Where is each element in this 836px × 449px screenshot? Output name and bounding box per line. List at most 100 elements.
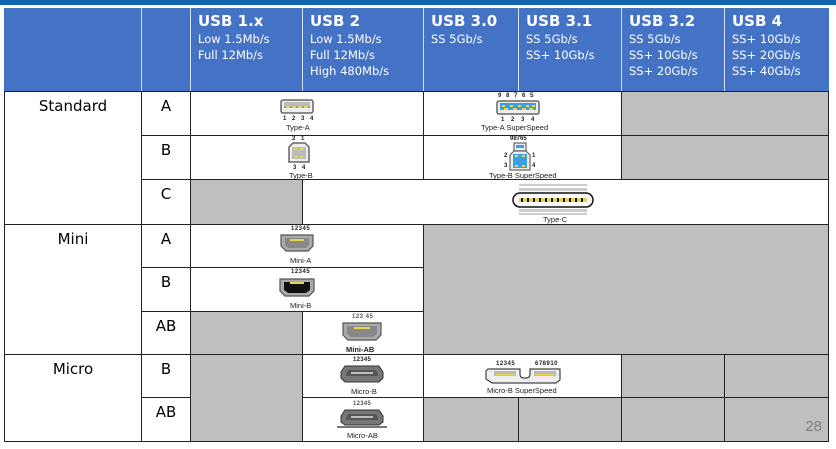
header-title: USB 3.1: [526, 12, 593, 30]
connector-caption: Type-A: [286, 123, 310, 132]
connector-caption: Type-C: [543, 215, 568, 224]
header-title: USB 4: [732, 12, 783, 30]
mini-b-connector-icon: [279, 278, 315, 297]
type-b-superspeed-connector-icon: [509, 142, 531, 171]
table-border: [4, 92, 5, 442]
cell-std-c-usb2-usb4: Type-C: [303, 180, 829, 225]
cell-micro-ab-usb32-unavailable: [622, 398, 725, 442]
connector-caption: Micro-B SuperSpeed: [487, 386, 557, 395]
pin-numbers: 12345: [291, 226, 311, 232]
mini-a-connector-icon: [280, 234, 314, 252]
pin-label: 2: [504, 153, 510, 159]
type-a-superspeed-connector-icon: [496, 100, 540, 115]
connector-caption: Mini-B: [290, 301, 312, 310]
connector-caption: Micro-AB: [347, 431, 378, 440]
pin-numbers: 12345: [496, 361, 516, 367]
micro-ab-connector-icon: [337, 409, 387, 428]
row-std-b: B: [142, 136, 191, 180]
cell-micro-ab-usb4-unavailable: [725, 398, 829, 442]
speed: SS+ 20Gb/s: [732, 48, 801, 62]
header-usb4: USB 4 SS+ 10Gb/s SS+ 20Gb/s SS+ 40Gb/s: [725, 8, 829, 92]
row-micro-ab: AB: [142, 398, 191, 442]
pin-numbers: 9 8 7 6 5: [498, 93, 535, 99]
cell-std-a-usb30-usb31: 9 8 7 6 5 1 2 3 4 Type-A SuperSpeed: [424, 92, 622, 136]
cell-micro-ab-usb31-unavailable: [519, 398, 622, 442]
row-mini-b: B: [142, 268, 191, 312]
micro-b-superspeed-connector-icon: [485, 368, 561, 384]
cell-micro-ab-usb30-unavailable: [424, 398, 519, 442]
header-corner-group: [4, 8, 142, 92]
group-mini: Mini: [5, 225, 142, 355]
cell-micro-usb1-unavailable: [191, 355, 303, 442]
header-usb31: USB 3.1 SS 5Gb/s SS+ 10Gb/s: [519, 8, 622, 92]
header-usb30: USB 3.0 SS 5Gb/s: [424, 8, 519, 92]
row-std-c: C: [142, 180, 191, 225]
speed: SS 5Gb/s: [526, 32, 578, 46]
cell-mini-b-usb1-usb2: 12345 Mini-B: [191, 268, 424, 312]
cell-micro-b-usb4-unavailable: [725, 355, 829, 398]
cell-std-a-usb1-usb2: 1 2 3 4 Type-A: [191, 92, 424, 136]
speed: Full 12Mb/s: [198, 48, 264, 62]
page-number: 28: [805, 418, 822, 435]
speed: SS+ 40Gb/s: [732, 64, 801, 78]
speed: SS+ 20Gb/s: [629, 64, 698, 78]
cell-std-b-usb30-usb31: 98765 2 1 3 4 Type-B SuperSpeed: [424, 136, 622, 180]
cell-micro-b-usb2: 12345 Micro-B: [303, 355, 424, 398]
pin-numbers: 1 2 3 4: [501, 117, 537, 123]
cell-std-c-usb1-unavailable: [191, 180, 303, 225]
cell-micro-ab-usb2: 12345 Micro-AB: [303, 398, 424, 442]
title-bar: [0, 0, 836, 5]
connector-caption: Mini-A: [290, 256, 312, 265]
speed: Low 1.5Mb/s: [310, 32, 382, 46]
cell-mini-usb30-usb4-unavailable: [424, 225, 829, 355]
header-title: USB 3.0: [431, 12, 498, 30]
group-micro: Micro: [5, 355, 142, 442]
header-usb1: USB 1.x Low 1.5Mb/s Full 12Mb/s: [191, 8, 303, 92]
pin-label: 4: [532, 163, 538, 169]
pin-numbers: 1 2 3 4: [283, 116, 316, 122]
micro-b-connector-icon: [340, 365, 384, 383]
speed: Full 12Mb/s: [310, 48, 376, 62]
pin-numbers: 3 4: [293, 165, 308, 171]
header-title: USB 1.x: [198, 12, 264, 30]
speed: High 480Mb/s: [310, 64, 390, 78]
connector-caption: Micro-B: [351, 387, 377, 396]
pin-label: 1: [532, 153, 538, 159]
cell-std-a-usb32-usb4-unavailable: [622, 92, 829, 136]
row-mini-ab: AB: [142, 312, 191, 355]
connector-caption: Type-B SuperSpeed: [489, 171, 557, 180]
speed: SS 5Gb/s: [431, 32, 483, 46]
group-standard: Standard: [5, 92, 142, 225]
connector-caption: Mini-AB: [346, 345, 375, 354]
type-c-connector-icon: [512, 184, 594, 215]
connector-caption: Type-A SuperSpeed: [481, 123, 549, 132]
header-corner-type: [142, 8, 191, 92]
pin-numbers: 123 45: [352, 314, 374, 320]
header-title: USB 3.2: [629, 12, 696, 30]
cell-micro-b-usb30-usb31: 12345 678910 Micro-B SuperSpeed: [424, 355, 622, 398]
connector-caption: Type-B: [289, 171, 313, 180]
pin-numbers: 678910: [535, 361, 559, 367]
cell-mini-a-usb1-usb2: 12345 Mini-A: [191, 225, 424, 268]
cell-std-b-usb1-usb2: 2 1 3 4 Type-B: [191, 136, 424, 180]
pin-numbers: 12345: [353, 401, 372, 407]
pin-numbers: 2 1: [292, 136, 307, 142]
header-title: USB 2: [310, 12, 361, 30]
header-usb2: USB 2 Low 1.5Mb/s Full 12Mb/s High 480Mb…: [303, 8, 424, 92]
row-std-a: A: [142, 92, 191, 136]
speed: SS+ 10Gb/s: [629, 48, 698, 62]
pin-numbers: 98765: [510, 136, 527, 142]
speed: SS+ 10Gb/s: [732, 32, 801, 46]
header-usb32: USB 3.2 SS 5Gb/s SS+ 10Gb/s SS+ 20Gb/s: [622, 8, 725, 92]
speed: Low 1.5Mb/s: [198, 32, 270, 46]
cell-mini-ab-usb2: 123 45 Mini-AB: [303, 312, 424, 355]
pin-label: 3: [504, 163, 510, 169]
cell-micro-b-usb32-unavailable: [622, 355, 725, 398]
row-micro-b: B: [142, 355, 191, 398]
speed: SS 5Gb/s: [629, 32, 681, 46]
speed: SS+ 10Gb/s: [526, 48, 595, 62]
mini-ab-connector-icon: [342, 322, 382, 341]
cell-mini-ab-usb1-unavailable: [191, 312, 303, 355]
pin-numbers: 12345: [291, 269, 311, 275]
type-b-connector-icon: [288, 142, 310, 163]
